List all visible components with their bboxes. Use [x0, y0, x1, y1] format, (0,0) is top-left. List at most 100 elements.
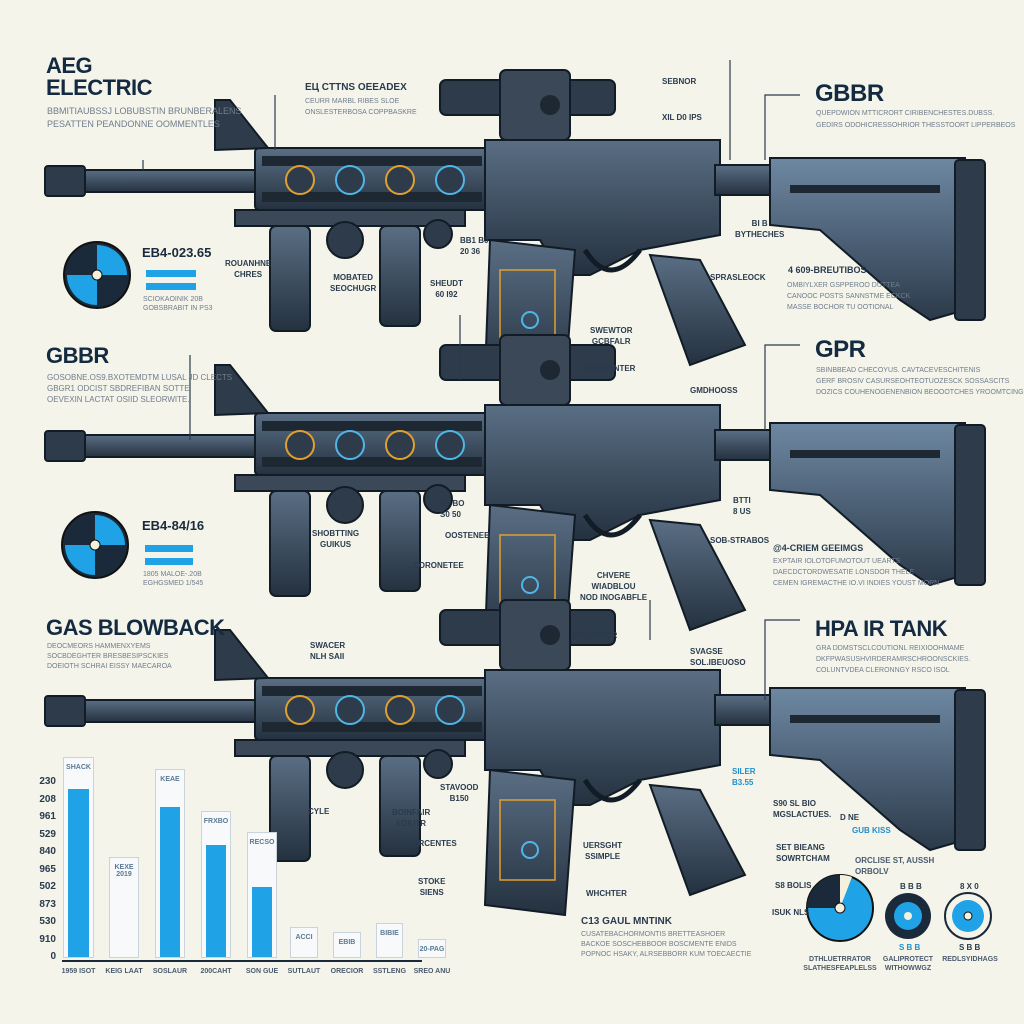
spec-bar	[145, 545, 193, 552]
spec-bar	[145, 558, 193, 565]
x-tick-label: SSTLENG	[372, 968, 407, 975]
y-tick-label: 0	[50, 951, 56, 962]
callout-label: GUB KISS	[852, 826, 891, 835]
pie-chart-3	[944, 892, 992, 940]
label-line: SILER	[732, 767, 756, 776]
bar-label: BIBIE	[380, 930, 399, 937]
pie-top-label: B B B	[900, 882, 922, 891]
desc-line: CUSATEBACHORMONTIS BRETTEASHOER	[581, 931, 726, 938]
x-tick-label: SOSLAUR	[152, 968, 188, 975]
bar-label: FRXBO	[203, 818, 229, 825]
label-line: SEOCHUGR	[330, 284, 377, 293]
pie-chart-2	[885, 893, 931, 939]
label-line: UERSGHT	[583, 841, 623, 850]
label-line: SHOBTTING	[312, 529, 360, 538]
pie-label: REDLSYIDHAGS	[925, 955, 1015, 964]
desc-line: POPNOC HSAKY, ALRSEBBORR KUM TOECAECTIE	[581, 951, 752, 958]
desc-line: SOCBDEGHTER BRESBESIPSCKIES	[47, 653, 169, 660]
label-line: B3.55	[732, 778, 754, 787]
label-line: NOD INOGABFLE	[580, 593, 648, 602]
section-title-hpa: HPA IR TANK	[815, 616, 948, 641]
pie-bottom-label: S B B	[899, 943, 921, 952]
chart-x-axis	[62, 960, 422, 962]
desc-line: ONSLESTERBOSA COPPBASKRE	[305, 109, 417, 116]
bar: KEAE	[155, 769, 185, 958]
spec-bar	[146, 270, 196, 277]
callout-label: ISUK NLS	[772, 908, 810, 917]
label-line: BTTI	[733, 496, 751, 505]
bar: KEXE 2019	[109, 856, 139, 958]
spec-subdesc: EXPTAIR IOLOTOFUMOTOUT UEARTS DAECDCTORD…	[773, 556, 939, 589]
spec-code: EB4-023.65	[142, 245, 212, 260]
desc-line: CANOOC POSTS SANNSTME ECKCK	[787, 293, 911, 300]
label-line: BB1 B0	[460, 236, 489, 245]
label-line: NLH SAII	[310, 652, 345, 661]
section-title-gpr: GPR	[815, 336, 866, 363]
x-tick-label: KEIG LAAT	[105, 968, 143, 975]
x-tick-label: SON GUE	[245, 968, 279, 975]
label-line: MOBATED	[333, 273, 374, 282]
y-tick-label: 230	[39, 776, 56, 787]
pie-bottom-label: S B B	[959, 943, 981, 952]
section-title-gbbr-left: GBBR	[46, 343, 109, 368]
y-tick-label: 910	[39, 933, 56, 945]
callout-label: WHCHTER	[586, 889, 627, 898]
section-title-aeg: AEG ELECTRIC	[46, 53, 153, 100]
desc-line: GEDIRS ODOHICRESSOHRIOR THESSTOORT LIPPE…	[816, 122, 1016, 129]
desc-line: GERF BROSIV CASURSEOHTEOTUOZESCK SOSSASC…	[816, 378, 1010, 385]
x-tick-label: ORECIOR	[330, 968, 364, 975]
desc-line: CEURR MARBL RIBES SLOE	[305, 98, 400, 105]
label-line: SOL.IBEUOSO	[690, 658, 746, 667]
bar-label: SHACK	[66, 763, 91, 771]
label-line: 8 US	[733, 507, 751, 516]
bar: 20-PAG	[418, 938, 446, 958]
dial-gauge-icon	[61, 511, 129, 579]
desc-line: QUEPDWION MTTICRORT CIRIBENCHESTES.DUBSS…	[816, 110, 995, 117]
title-line: AEG	[46, 53, 93, 78]
desc-line: BBMITIAUBSSJ LOBUBSTIN BRUNBERALENS	[47, 106, 242, 116]
bar-fill	[68, 789, 89, 957]
callout-label: EXARCENTES	[402, 839, 457, 848]
label-line: REDLSYIDHAGS	[942, 956, 998, 963]
y-tick-label: 502	[39, 881, 56, 892]
desc-line: OEVEXIN LACTAT OSIID SLEORWITE.	[47, 395, 190, 404]
y-tick-label: 961	[39, 811, 56, 822]
callout-desc: CUSATEBACHORMONTIS BRETTEASHOER BACKOE S…	[581, 930, 751, 960]
desc-line: DEOCMEORS HAMMENXYEMS	[47, 643, 151, 650]
desc-line: EXPTAIR IOLOTOFUMOTOUT UEARTS	[773, 558, 901, 565]
label-line: CHVERE	[596, 571, 631, 580]
spec-subtitle: 4 609-BREUTIBOS	[788, 265, 867, 275]
section-desc-aeg: BBMITIAUBSSJ LOBUBSTIN BRUNBERALENS PESA…	[47, 105, 242, 131]
bar-label: EBIB	[338, 938, 356, 946]
bar-fill	[206, 845, 226, 957]
bar: FRXBO	[201, 811, 231, 958]
label-line: BI B	[751, 219, 768, 228]
bar: EBIB	[333, 931, 361, 958]
label-line: GUIKUS	[319, 540, 352, 549]
callout-label: SEBNOR	[662, 77, 697, 86]
desc-line: DKFPWASUSHVIRDERAMRSCHROONSCKIES.	[816, 656, 971, 663]
callout-label: SILER B3.55	[732, 766, 756, 788]
label-line: ST BO	[440, 499, 465, 508]
x-tick-label: SREO ANU	[413, 968, 451, 975]
callout-label: SOB-STRABOS	[710, 536, 770, 545]
stat-line: SCIOKAOINIK 20B	[143, 296, 203, 303]
label-line: B150	[449, 794, 469, 803]
callout-label: SPRASLEOCK	[710, 273, 766, 282]
desc-line: CEMEN IGREMACTHE IO.VI INDIES YOUST MORN	[773, 580, 940, 587]
spec-subdesc: OMBIYLXER GSPPEROO DUTTEA CANOOC POSTS S…	[787, 280, 910, 313]
stat-line: EGHGSMED 1/545	[143, 580, 204, 587]
callout-label: D NE	[840, 813, 860, 822]
title-line: ELECTRIC	[46, 75, 153, 100]
callout-label: SHOBTTING GUIKUS	[312, 528, 359, 550]
